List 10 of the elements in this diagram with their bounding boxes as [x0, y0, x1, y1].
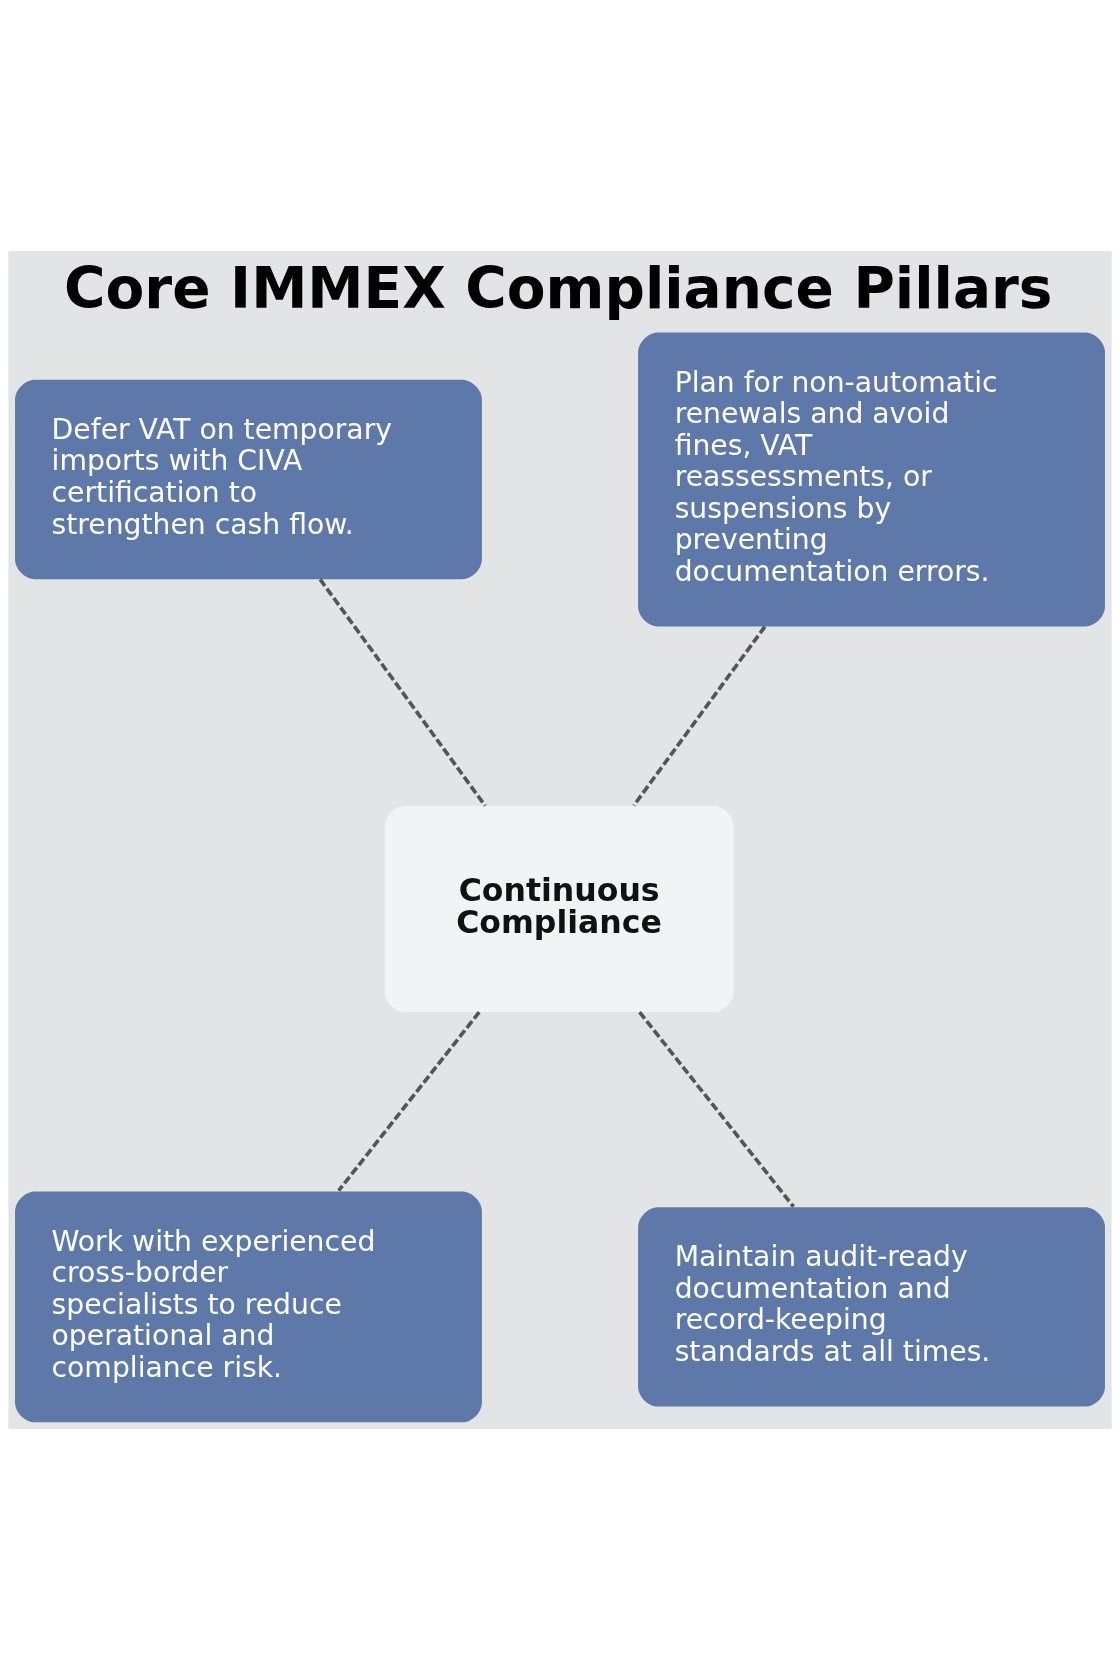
connector [337, 1011, 481, 1192]
connector [318, 578, 487, 807]
node-box: Maintain audit-ready documentation and record-keeping standards at all times. [638, 1207, 1105, 1407]
connector [638, 1011, 795, 1208]
diagram-title: Core IMMEX Compliance Pillars [64, 255, 1053, 321]
connector [632, 625, 767, 807]
node-box: Plan for non-automatic renewals and avoid fines, VAT reassessments, or suspensions by preventing documentation errors. [638, 332, 1105, 627]
node-box: Work with experienced cross-border specialists to reduce operational and compliance risk. [15, 1191, 482, 1423]
node-box: Defer VAT on temporary imports with CIVA certification to strengthen cash flow. [15, 379, 482, 580]
node-box: Continuous Compliance [384, 805, 734, 1012]
